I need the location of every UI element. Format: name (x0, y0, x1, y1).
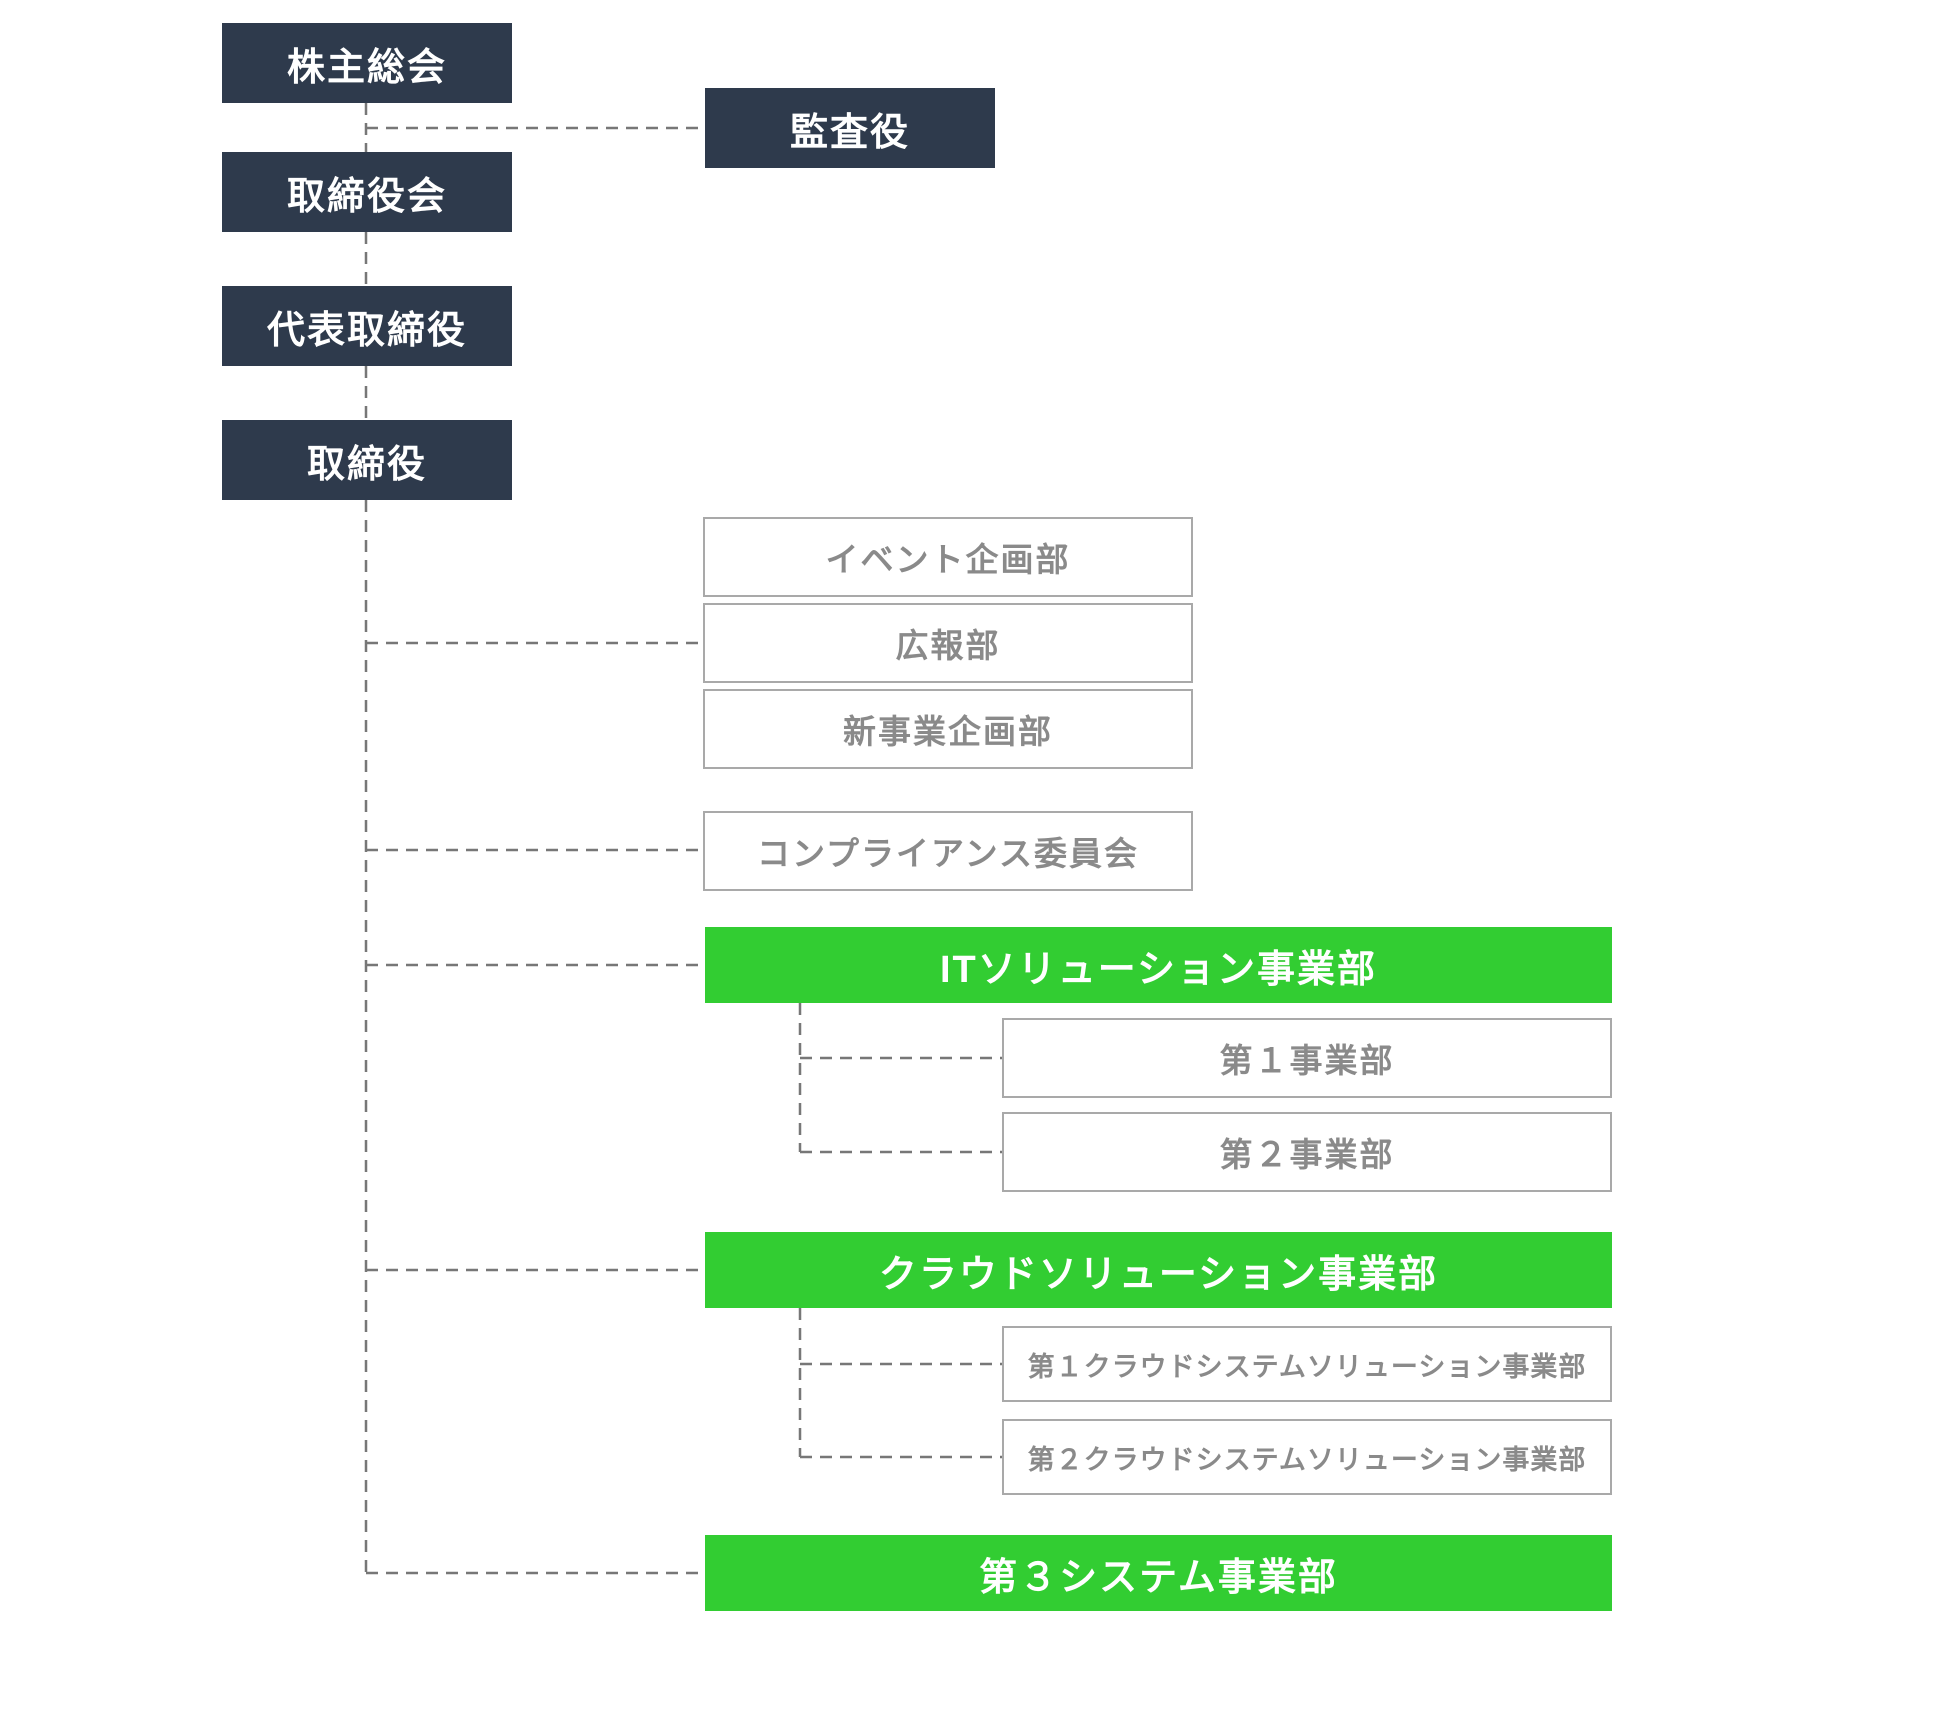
node-new-business-planning-dept: 新事業企画部 (703, 689, 1193, 769)
node-label-first-division: 第１事業部 (1219, 1042, 1395, 1079)
node-label-first-cloud-system-solution-division: 第１クラウドシステムソリューション事業部 (1027, 1351, 1587, 1382)
node-event-planning-dept: イベント企画部 (703, 517, 1193, 597)
node-label-compliance-committee: コンプライアンス委員会 (756, 835, 1140, 872)
node-label-third-system-division: 第３システム事業部 (979, 1556, 1338, 1599)
node-cloud-solution-division: クラウドソリューション事業部 (705, 1232, 1612, 1308)
node-label-second-division: 第２事業部 (1219, 1136, 1395, 1173)
node-third-system-division: 第３システム事業部 (705, 1535, 1612, 1611)
node-first-division: 第１事業部 (1002, 1018, 1612, 1098)
node-second-division: 第２事業部 (1002, 1112, 1612, 1192)
node-board-of-directors: 取締役会 (222, 152, 512, 232)
node-label-board-of-directors: 取締役会 (286, 175, 447, 218)
node-auditor: 監査役 (705, 88, 995, 168)
node-second-cloud-system-solution-division: 第２クラウドシステムソリューション事業部 (1002, 1419, 1612, 1495)
node-shareholders-meeting: 株主総会 (222, 23, 512, 103)
node-label-representative-director: 代表取締役 (266, 309, 467, 352)
node-director: 取締役 (222, 420, 512, 500)
node-it-solution-division: ITソリューション事業部 (705, 927, 1612, 1003)
node-first-cloud-system-solution-division: 第１クラウドシステムソリューション事業部 (1002, 1326, 1612, 1402)
node-label-shareholders-meeting: 株主総会 (286, 46, 447, 89)
node-compliance-committee: コンプライアンス委員会 (703, 811, 1193, 891)
node-representative-director: 代表取締役 (222, 286, 512, 366)
node-label-cloud-solution-division: クラウドソリューション事業部 (878, 1253, 1439, 1296)
node-label-auditor: 監査役 (789, 111, 910, 154)
node-public-relations-dept: 広報部 (703, 603, 1193, 683)
node-label-new-business-planning-dept: 新事業企画部 (843, 713, 1053, 750)
node-label-second-cloud-system-solution-division: 第２クラウドシステムソリューション事業部 (1027, 1444, 1587, 1475)
node-label-director: 取締役 (306, 443, 427, 486)
node-label-public-relations-dept: 広報部 (895, 627, 1001, 664)
node-label-event-planning-dept: イベント企画部 (825, 541, 1071, 578)
node-label-it-solution-division: ITソリューション事業部 (939, 948, 1377, 991)
